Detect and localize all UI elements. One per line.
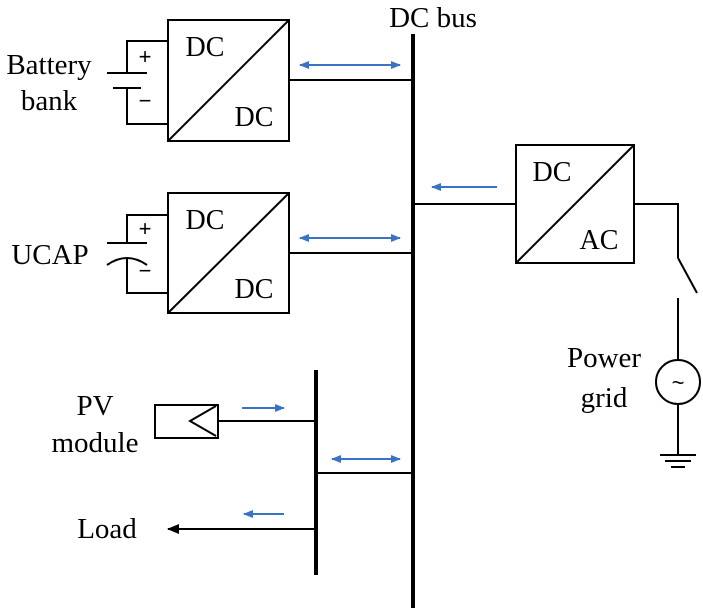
grid-dcac-converter: DC AC bbox=[515, 144, 635, 264]
battery-converter-bottom-label: DC bbox=[235, 102, 274, 133]
ucap-branch: UCAP + − DC DC bbox=[11, 192, 413, 314]
ucap-dcdc-converter: DC DC bbox=[167, 192, 290, 314]
load-label: Load bbox=[77, 513, 137, 545]
battery-symbol: + − bbox=[107, 40, 168, 125]
pv-label-line2: module bbox=[52, 427, 139, 459]
ac-source-symbol: ~ bbox=[655, 359, 701, 405]
pv-load-branch: PV module Load bbox=[52, 370, 413, 575]
battery-dcdc-converter: DC DC bbox=[167, 19, 290, 142]
grid-switch bbox=[634, 203, 698, 360]
pv-module-icon bbox=[154, 404, 219, 439]
grid-converter-top-label: DC bbox=[533, 157, 572, 188]
grid-converter-bottom-label: AC bbox=[580, 225, 619, 256]
ucap-converter-bottom-label: DC bbox=[235, 274, 274, 305]
ucap-symbol: + − bbox=[106, 214, 168, 294]
battery-label-line2: bank bbox=[21, 85, 78, 117]
power-grid-label-line1: Power bbox=[567, 342, 641, 374]
battery-label-line1: Battery bbox=[6, 49, 92, 81]
battery-branch: Battery bank + − DC DC bbox=[6, 19, 413, 142]
ucap-minus-sign: − bbox=[139, 258, 152, 283]
power-grid-label-line2: grid bbox=[581, 382, 628, 414]
battery-converter-top-label: DC bbox=[186, 32, 225, 63]
dc-bus-label: DC bus bbox=[389, 2, 477, 34]
ucap-converter-top-label: DC bbox=[186, 205, 225, 236]
pv-label-line1: PV bbox=[76, 390, 113, 422]
battery-minus-sign: − bbox=[139, 88, 152, 113]
ucap-label: UCAP bbox=[11, 239, 88, 271]
ucap-plus-sign: + bbox=[139, 216, 152, 241]
ac-source-tilde: ~ bbox=[672, 370, 685, 395]
dc-bus: DC bus bbox=[389, 2, 477, 608]
grid-branch: DC AC ~ Power grid bbox=[413, 144, 701, 468]
ground-icon bbox=[660, 404, 696, 468]
battery-plus-sign: + bbox=[139, 44, 152, 69]
